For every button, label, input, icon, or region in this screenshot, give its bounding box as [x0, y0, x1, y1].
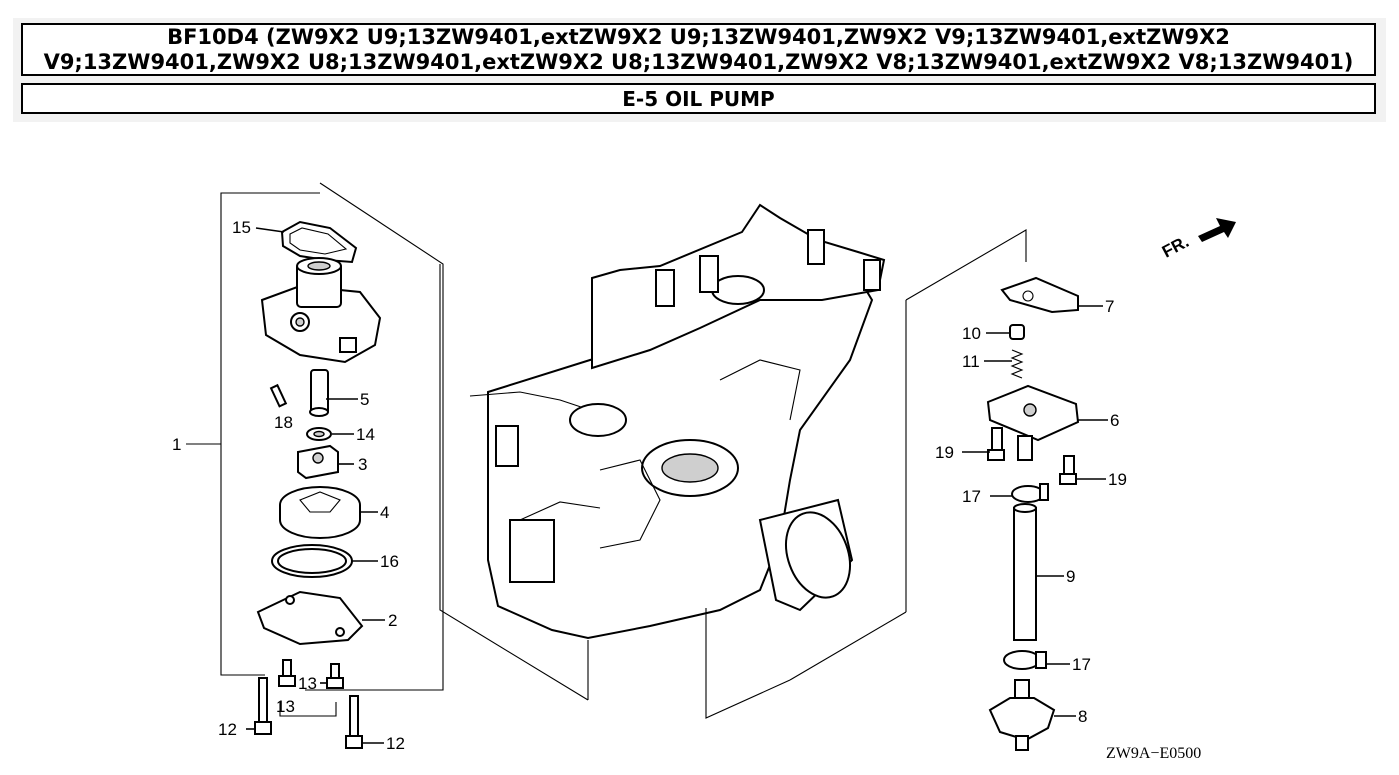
callout-18: 18 [274, 413, 293, 432]
callout-2: 2 [388, 611, 397, 630]
callout-1: 1 [172, 435, 181, 454]
callout-5: 5 [360, 390, 369, 409]
seal-14 [306, 427, 332, 441]
pin-18 [269, 383, 288, 408]
section-title-box: E-5 OIL PUMP [21, 83, 1376, 114]
engine-block [439, 203, 1027, 719]
callout-15: 15 [232, 218, 251, 237]
model-title: BF10D4 (ZW9X2 U9;13ZW9401,extZW9X2 U9;13… [43, 24, 1354, 74]
pump-housing [260, 257, 382, 364]
callout-12-left: 12 [218, 720, 237, 739]
callout-19-left: 19 [935, 443, 954, 462]
gasket-7 [1000, 276, 1079, 314]
assembly-bracket-1 [186, 182, 444, 691]
callout-14: 14 [356, 425, 375, 444]
bolt-13-group-bracket [279, 702, 337, 717]
callout-numbers: 1 15 18 5 14 3 4 16 2 13 13 12 12 7 10 1… [172, 218, 1127, 753]
callout-11: 11 [962, 352, 980, 371]
callout-13-lower: 13 [276, 697, 295, 716]
bolt-12-right [345, 695, 363, 749]
bolt-13-right [326, 663, 344, 689]
callout-9: 9 [1066, 567, 1075, 586]
gasket-15 [280, 220, 358, 264]
front-arrow-icon [1198, 218, 1236, 242]
cap-10 [1009, 324, 1025, 340]
front-label: FR. [1159, 232, 1192, 262]
callout-8: 8 [1078, 707, 1087, 726]
callout-6: 6 [1110, 411, 1119, 430]
diagram-code: ZW9A−E0500 [1106, 745, 1201, 762]
callout-3: 3 [358, 455, 367, 474]
callout-7: 7 [1105, 297, 1114, 316]
relief-valve-cover-6 [986, 384, 1080, 461]
callout-10: 10 [962, 324, 981, 343]
callout-12-right: 12 [386, 734, 405, 753]
front-direction-indicator: FR. [1159, 218, 1236, 262]
o-ring-16 [271, 544, 353, 578]
strainer-8 [988, 679, 1056, 751]
bolt-13-left [278, 659, 296, 687]
section-title: E-5 OIL PUMP [622, 86, 775, 111]
hose-9 [1013, 503, 1037, 641]
leader-lines [246, 227, 1108, 744]
rotor-3 [297, 444, 339, 480]
clamp-17-bottom [1003, 650, 1047, 670]
cover-2 [256, 590, 364, 646]
callout-17-top: 17 [962, 487, 981, 506]
clamp-17-top [1011, 483, 1049, 503]
bolt-19-right [1059, 455, 1077, 485]
bolt-19-left [987, 427, 1005, 461]
callout-13-upper: 13 [298, 674, 317, 693]
callout-19-right: 19 [1108, 470, 1127, 489]
spring-11 [1010, 349, 1024, 379]
callout-16: 16 [380, 552, 399, 571]
shaft-5 [309, 369, 329, 417]
outer-rotor-4 [279, 486, 361, 539]
callout-4: 4 [380, 503, 389, 522]
header-panel: BF10D4 (ZW9X2 U9;13ZW9401,extZW9X2 U9;13… [13, 18, 1386, 122]
model-title-box: BF10D4 (ZW9X2 U9;13ZW9401,extZW9X2 U9;13… [21, 23, 1376, 76]
callout-17-bottom: 17 [1072, 655, 1091, 674]
bolt-12-left [254, 677, 272, 735]
